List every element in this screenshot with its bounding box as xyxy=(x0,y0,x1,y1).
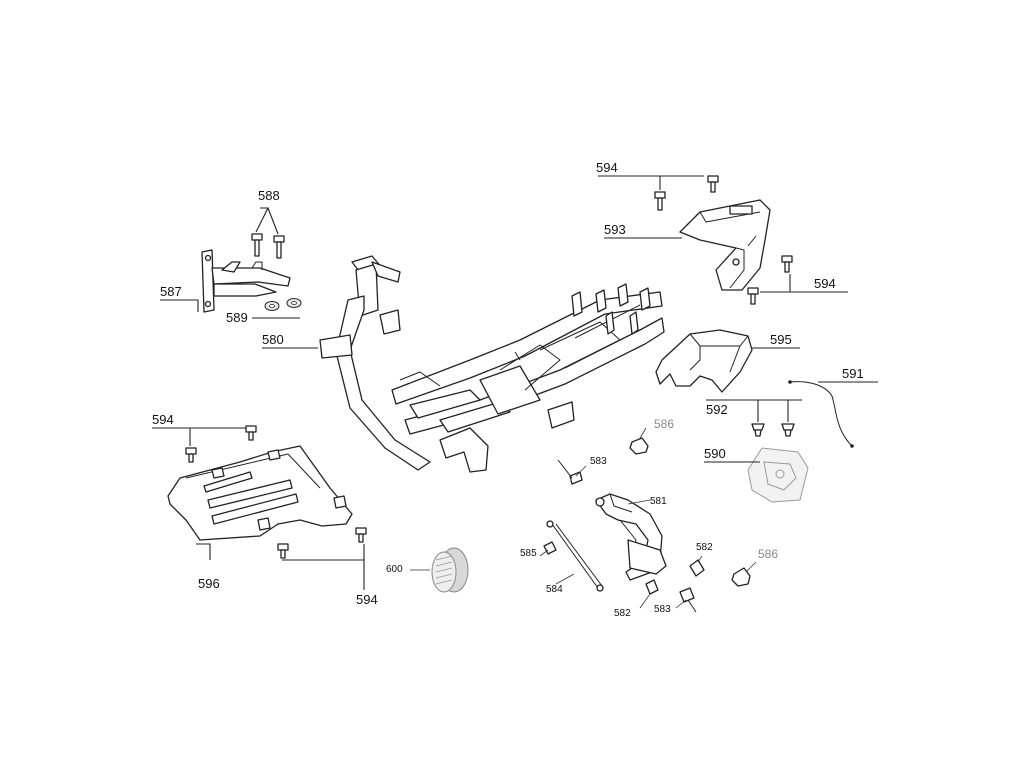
bolt-583-b xyxy=(679,587,697,613)
clip-582-a xyxy=(689,559,705,577)
main-frame-580 xyxy=(319,255,665,473)
callout-588: 588 xyxy=(258,188,280,203)
floor-panel-596 xyxy=(167,445,353,541)
callout-583-a: 583 xyxy=(590,456,607,467)
callout-585: 585 xyxy=(520,548,537,559)
callout-590: 590 xyxy=(704,446,726,461)
bolts-594-bottom xyxy=(277,527,367,559)
leader-lines xyxy=(152,175,878,609)
callout-582-a: 582 xyxy=(696,542,713,553)
callout-580: 580 xyxy=(262,332,284,347)
roller-600 xyxy=(431,547,469,593)
side-stand-581 xyxy=(595,493,667,581)
bolts-588 xyxy=(251,233,285,259)
callout-582-b: 582 xyxy=(614,608,631,619)
battery-holder-590 xyxy=(747,447,809,503)
bolts-594-left xyxy=(185,425,257,463)
callout-595: 595 xyxy=(770,332,792,347)
callout-586-b: 586 xyxy=(758,547,778,561)
callout-594-right: 594 xyxy=(814,276,836,291)
callout-581: 581 xyxy=(650,496,667,507)
buffer-586-b xyxy=(731,567,751,587)
callout-594-bottom: 594 xyxy=(356,592,378,607)
washers-589 xyxy=(264,298,302,311)
callout-594-left: 594 xyxy=(152,412,174,427)
bolts-594-right xyxy=(747,255,793,305)
callout-583-b: 583 xyxy=(654,604,671,615)
buffer-586-a xyxy=(629,437,649,455)
wire-591 xyxy=(788,380,854,448)
rear-fender-595 xyxy=(655,329,753,393)
pin-585 xyxy=(543,541,557,555)
callout-594-top: 594 xyxy=(596,160,618,175)
spring-584 xyxy=(546,520,604,592)
callout-584: 584 xyxy=(546,584,563,595)
callout-600: 600 xyxy=(386,564,403,575)
callout-labels: 594 593 594 588 587 589 580 595 591 592 … xyxy=(152,160,864,619)
screws-592 xyxy=(751,423,795,437)
callout-593: 593 xyxy=(604,222,626,237)
clip-582-b xyxy=(645,579,659,595)
callout-592: 592 xyxy=(706,402,728,417)
callout-586-a: 586 xyxy=(654,417,674,431)
callout-587: 587 xyxy=(160,284,182,299)
rear-bracket-593 xyxy=(679,199,771,291)
callout-596: 596 xyxy=(198,576,220,591)
front-bracket-587 xyxy=(201,249,291,313)
bolt-583-a xyxy=(557,459,583,485)
callout-589: 589 xyxy=(226,310,248,325)
callout-591: 591 xyxy=(842,366,864,381)
bolts-594-top xyxy=(654,175,719,211)
